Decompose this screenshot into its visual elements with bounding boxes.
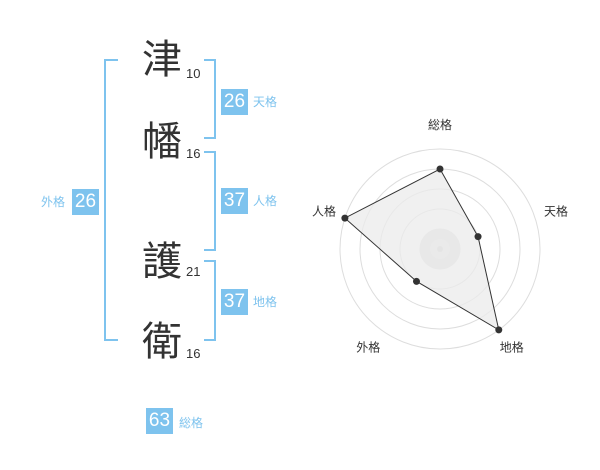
- radar-axis-label-4: 外格: [356, 340, 380, 355]
- soukaku-label: 総格: [179, 416, 204, 430]
- stroke-count-3: 21: [186, 264, 201, 279]
- stroke-count-2: 16: [186, 146, 201, 161]
- name-char-3: 護: [142, 239, 182, 285]
- chikaku-bracket: [204, 260, 216, 341]
- radar-axis-label-3: 地格: [500, 340, 524, 355]
- gaikaku-label: 外格: [41, 195, 66, 209]
- radar-axis-label-5: 人格: [312, 203, 336, 218]
- radar-axis-label-2: 天格: [544, 203, 568, 218]
- tenkaku-value: 26: [221, 89, 248, 115]
- soukaku-value: 63: [146, 408, 173, 434]
- gaikaku-value: 26: [72, 189, 99, 215]
- name-char-4: 衛: [142, 319, 182, 365]
- jinkaku-label: 人格: [253, 194, 278, 208]
- gaikaku-bracket: [104, 59, 118, 341]
- radar-point-5: [341, 214, 349, 222]
- tenkaku-label: 天格: [253, 95, 278, 109]
- name-char-2: 幡: [142, 119, 182, 165]
- radar-point-3: [495, 326, 503, 334]
- tenkaku-bracket: [204, 59, 216, 139]
- radar-point-4: [412, 277, 420, 285]
- radar-axis-label-1: 総格: [428, 117, 452, 132]
- jinkaku-bracket: [204, 151, 216, 251]
- radar-grid-ring: [339, 148, 541, 350]
- stroke-count-4: 16: [186, 346, 201, 361]
- radar-point-2: [474, 233, 482, 241]
- jinkaku-value: 37: [221, 188, 248, 214]
- chikaku-label: 地格: [253, 295, 278, 309]
- chikaku-value: 37: [221, 289, 248, 315]
- name-char-1: 津: [142, 37, 182, 83]
- radar-point-1: [436, 165, 444, 173]
- stroke-count-1: 10: [186, 66, 201, 81]
- radar-polygon: [344, 168, 500, 331]
